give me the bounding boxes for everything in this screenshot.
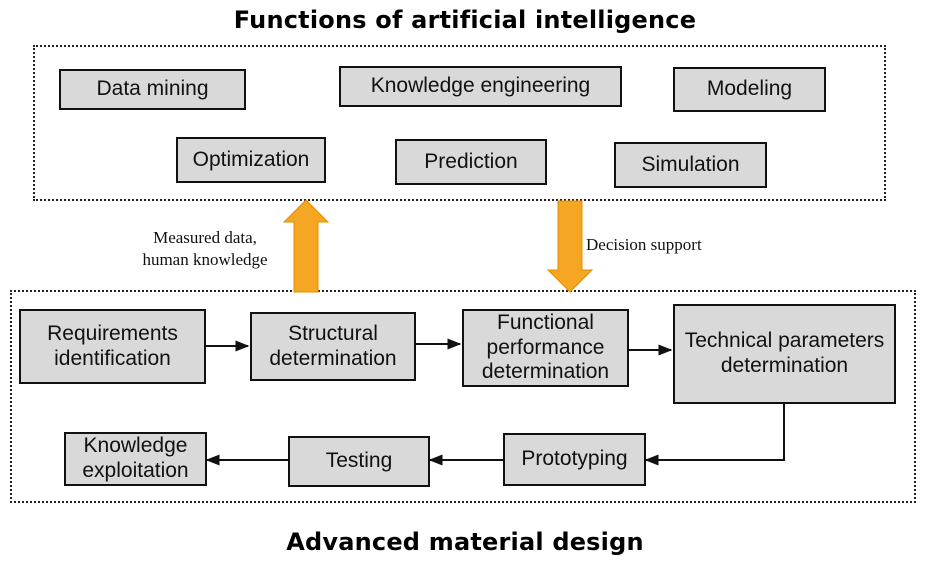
step-functional-performance-determination: Functional performance determination: [462, 309, 629, 387]
ai-functions-title: Functions of artificial intelligence: [233, 6, 697, 34]
step-knowledge-exploitation: Knowledge exploitation: [64, 432, 207, 486]
step-technical-parameters-determination: Technical parameters determination: [673, 304, 896, 404]
arrow-technical-prototyping: [644, 404, 785, 466]
up-arrow-label-line2: human knowledge: [142, 250, 268, 270]
function-optimization: Optimization: [176, 137, 326, 183]
material-design-title: Advanced material design: [286, 528, 644, 556]
step-requirements-identification: Requirements identification: [19, 309, 206, 384]
function-simulation: Simulation: [614, 142, 767, 188]
function-prediction: Prediction: [395, 139, 547, 185]
function-knowledge-engineering: Knowledge engineering: [339, 66, 622, 107]
down-arrow: [546, 200, 594, 293]
function-modeling: Modeling: [673, 67, 826, 112]
step-testing: Testing: [288, 436, 430, 487]
ai-functions-frame: [33, 45, 886, 201]
step-structural-determination: Structural determination: [250, 312, 416, 381]
function-data-mining: Data mining: [59, 69, 246, 110]
up-arrow: [282, 199, 330, 293]
material-design-frame: [10, 290, 916, 503]
step-prototyping: Prototyping: [503, 433, 646, 486]
up-arrow-label: Measured data, human knowledge: [130, 227, 280, 271]
down-arrow-label: Decision support: [586, 235, 702, 254]
up-arrow-label-line1: Measured data,: [153, 228, 257, 247]
